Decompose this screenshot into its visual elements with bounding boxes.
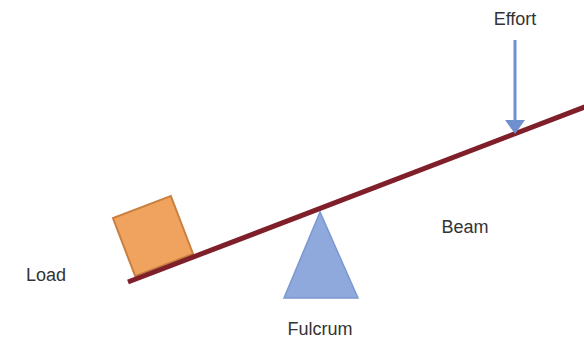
fulcrum-triangle <box>284 212 358 298</box>
fulcrum-label: Fulcrum <box>287 319 352 341</box>
beam-label: Beam <box>441 217 488 239</box>
effort-label: Effort <box>494 9 537 31</box>
effort-arrow <box>514 40 517 124</box>
load-label: Load <box>26 265 66 287</box>
effort-arrowhead <box>505 120 525 134</box>
beam-line <box>128 105 584 282</box>
